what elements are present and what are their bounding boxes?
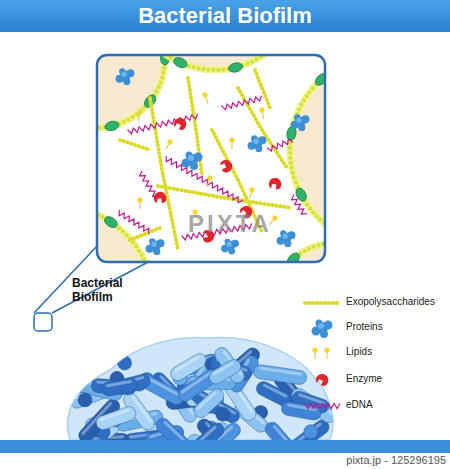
rod-highlight bbox=[100, 408, 131, 421]
rod-bacterium bbox=[94, 405, 138, 432]
lipid bbox=[163, 138, 173, 151]
membrane-beads bbox=[130, 55, 300, 70]
exopolysaccharide-beads bbox=[158, 186, 292, 208]
protein bbox=[312, 320, 333, 339]
lipid bbox=[229, 137, 234, 149]
membrane-protein bbox=[285, 251, 301, 262]
membrane-protein bbox=[104, 120, 120, 132]
membrane-protein bbox=[228, 61, 244, 73]
rod-highlight bbox=[196, 391, 217, 411]
exopolysaccharide bbox=[158, 186, 292, 208]
rod-highlight bbox=[181, 371, 213, 394]
title-banner bbox=[0, 0, 450, 32]
edna-strand bbox=[267, 139, 293, 151]
membrane-beads bbox=[273, 243, 325, 262]
cell-membrane bbox=[130, 55, 300, 70]
edna-strand bbox=[119, 210, 149, 234]
rod-highlight bbox=[173, 355, 200, 373]
exopolysaccharide bbox=[120, 140, 150, 150]
title-text: Bacterial Biofilm bbox=[0, 0, 450, 32]
cell-interior bbox=[273, 243, 325, 262]
edna-strand bbox=[127, 114, 197, 134]
legend-samples bbox=[305, 303, 340, 409]
coccus bbox=[304, 425, 318, 439]
rod-highlight bbox=[212, 361, 234, 376]
bottom-bar bbox=[0, 440, 450, 453]
membrane-protein bbox=[294, 186, 309, 203]
lipid bbox=[136, 109, 143, 121]
zoom-line bbox=[52, 261, 150, 313]
lipid bbox=[204, 175, 213, 188]
protein bbox=[277, 230, 296, 247]
enzyme bbox=[152, 190, 169, 207]
exopolysaccharide-beads bbox=[120, 140, 150, 150]
rod-bacterium bbox=[280, 400, 322, 421]
rod-bacterium bbox=[100, 377, 138, 397]
enzyme bbox=[174, 118, 186, 130]
edna-strand bbox=[221, 96, 261, 110]
lipid bbox=[312, 347, 317, 359]
lipid bbox=[259, 107, 266, 119]
edna-strand bbox=[292, 195, 308, 214]
coccus bbox=[78, 393, 92, 407]
legend-text: Enzyme bbox=[346, 373, 382, 384]
rod-highlight bbox=[106, 380, 132, 388]
edna-strand bbox=[166, 156, 243, 203]
rod-highlight bbox=[298, 393, 326, 405]
watermark: PIXTA bbox=[165, 210, 295, 239]
legend-text: Lipids bbox=[346, 346, 372, 357]
legend-text: eDNA bbox=[346, 399, 373, 410]
enzyme bbox=[217, 157, 234, 174]
rod-bacterium bbox=[207, 357, 244, 386]
enzyme bbox=[316, 374, 328, 386]
enzyme bbox=[267, 176, 283, 192]
lipid bbox=[247, 187, 255, 200]
rod-highlight bbox=[263, 383, 288, 398]
cell-interior bbox=[130, 55, 300, 70]
lipid bbox=[137, 197, 142, 209]
exopolysaccharide-beads bbox=[255, 70, 270, 108]
exopolysaccharide-beads bbox=[238, 88, 287, 168]
matrix-inset bbox=[97, 55, 325, 262]
membrane-beads bbox=[290, 55, 325, 245]
exopolysaccharide bbox=[305, 302, 340, 305]
exopolysaccharide bbox=[255, 70, 270, 108]
coccus bbox=[216, 407, 230, 421]
exopolysaccharide-beads bbox=[305, 301, 340, 305]
legend-text: Exopolysaccharides bbox=[346, 296, 435, 307]
part-label: Bacterial Biofilm bbox=[72, 276, 136, 305]
protein bbox=[248, 135, 267, 152]
inset-frame bbox=[97, 55, 325, 262]
protein bbox=[291, 114, 310, 131]
lipid bbox=[202, 92, 211, 105]
cell-membrane bbox=[290, 55, 325, 245]
protein bbox=[146, 238, 165, 255]
zoom-square bbox=[34, 313, 52, 331]
rod-highlight bbox=[259, 367, 303, 376]
edna-strand bbox=[305, 404, 340, 409]
legend-text: Proteins bbox=[346, 321, 383, 332]
lipid bbox=[324, 347, 329, 359]
protein bbox=[116, 68, 135, 85]
cell-membrane bbox=[273, 243, 325, 262]
exopolysaccharide bbox=[238, 88, 287, 168]
membrane-protein bbox=[103, 214, 120, 229]
cell-interior bbox=[290, 55, 325, 245]
membrane-protein bbox=[172, 56, 188, 70]
footer-credit: pixta.jp - 125296195 bbox=[230, 454, 446, 467]
coccus bbox=[118, 356, 132, 370]
protein bbox=[221, 239, 239, 255]
membrane-protein bbox=[313, 71, 325, 87]
protein bbox=[182, 152, 203, 171]
